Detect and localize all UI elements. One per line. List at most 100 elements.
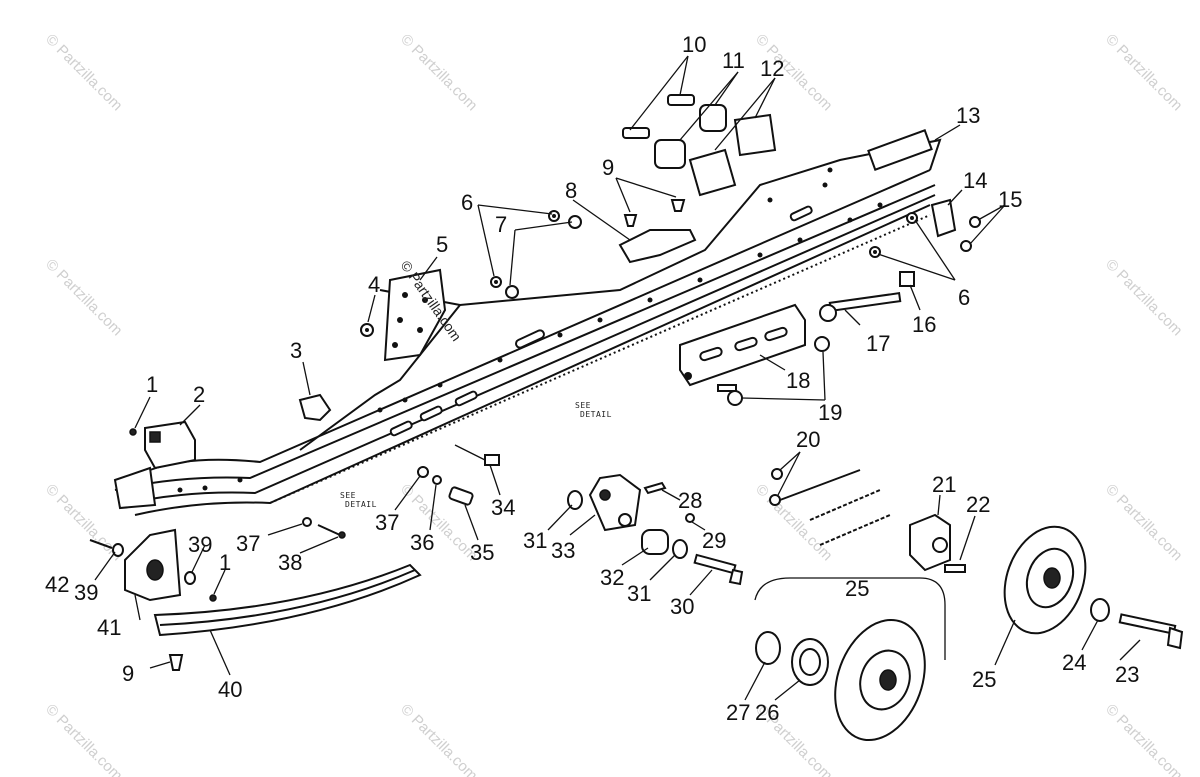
callout-31b: 31 (627, 581, 651, 606)
callout-17: 17 (866, 331, 890, 356)
watermark: © Partzilla.com (42, 31, 125, 114)
callout-22: 22 (966, 492, 990, 517)
callout-3: 3 (290, 338, 302, 363)
watermark: © Partzilla.com (42, 701, 125, 777)
part-25-wheel-left (834, 618, 926, 742)
callout-6b: 6 (958, 285, 970, 310)
callout-39: 39 (188, 532, 212, 557)
callout-31: 31 (523, 528, 547, 553)
parts-10-11-12 (622, 94, 777, 197)
part-8-brace (618, 229, 697, 264)
part-4-nut (360, 323, 374, 337)
part-23-bolt (1118, 613, 1184, 650)
callout-11: 11 (722, 48, 745, 73)
callout-2: 2 (193, 382, 205, 407)
callout-42: 42 (45, 572, 69, 597)
callout-9: 9 (602, 155, 614, 180)
callout-39b: 39 (74, 580, 98, 605)
part-20-nuts (769, 468, 891, 546)
hardware-6-7 (490, 210, 918, 299)
part-19-bolts (717, 336, 830, 406)
part-39-washer (112, 543, 124, 557)
part-36-washer (432, 475, 442, 485)
part-30-bolt (693, 553, 744, 586)
part-21-idler-arm (909, 513, 966, 573)
callout-26: 26 (755, 700, 779, 725)
watermark: © Partzilla.com (1102, 31, 1185, 114)
callout-20: 20 (796, 427, 820, 452)
rail-assembly (113, 129, 942, 516)
callout-35: 35 (470, 540, 494, 565)
part-37-washer (417, 466, 429, 478)
part-1-nut (129, 428, 137, 436)
part-1-nut (209, 594, 217, 602)
callout-36: 36 (410, 530, 434, 555)
callout-1b: 1 (219, 550, 231, 575)
callout-13: 13 (956, 103, 980, 128)
part-25-wheel-right (1003, 525, 1087, 635)
callout-4: 4 (368, 272, 380, 297)
watermarks: © Partzilla.com © Partzilla.com © Partzi… (42, 31, 1185, 777)
part-33-rocker (588, 473, 642, 532)
part-2-bumper-block (129, 420, 196, 470)
callout-29: 29 (702, 528, 726, 553)
callout-33: 33 (551, 538, 575, 563)
part-35-bolt (448, 486, 474, 506)
callout-38: 38 (278, 550, 302, 575)
callout-1: 1 (146, 372, 158, 397)
part-18-slider-block (679, 303, 806, 387)
part-24-washer (1090, 598, 1110, 622)
watermark: © Partzilla.com (752, 481, 835, 564)
callout-25b: 25 (972, 667, 996, 692)
callout-8: 8 (565, 178, 577, 203)
callout-41: 41 (97, 615, 121, 640)
part-31-washer (567, 490, 583, 510)
part-38-screw (317, 524, 346, 539)
callout-32: 32 (600, 565, 624, 590)
watermark: © Partzilla.com (1102, 701, 1185, 777)
part-28-pin (643, 481, 667, 495)
part-41-front-cap (124, 528, 182, 602)
part-39-washer (184, 571, 196, 585)
watermark: © Partzilla.com (1102, 481, 1185, 564)
rail-holes (177, 167, 883, 493)
part-29-nut (685, 513, 695, 523)
part-42-bolt (89, 539, 113, 549)
callout-15: 15 (998, 187, 1022, 212)
callout-24: 24 (1062, 650, 1086, 675)
part-31-washer (672, 539, 688, 559)
watermark: © Partzilla.com (1102, 256, 1185, 339)
callout-30: 30 (670, 594, 694, 619)
callout-37b: 37 (236, 531, 260, 556)
callout-25: 25 (845, 576, 869, 601)
callout-bracket-25 (754, 577, 946, 660)
callout-7: 7 (495, 212, 507, 237)
callout-19: 19 (818, 400, 842, 425)
callout-10: 10 (682, 32, 706, 57)
leader-lines (94, 55, 1141, 701)
watermark: © Partzilla.com (42, 256, 125, 339)
callout-16: 16 (912, 312, 936, 337)
callout-21: 21 (932, 472, 956, 497)
part-32-bushing (641, 529, 669, 555)
watermark: © Partzilla.com (397, 31, 480, 114)
callout-5: 5 (436, 232, 448, 257)
part-37-washer (302, 517, 312, 527)
part-40-wear-strip (153, 563, 422, 637)
callout-40: 40 (218, 677, 242, 702)
callout-37: 37 (375, 510, 399, 535)
callout-34: 34 (491, 495, 515, 520)
callout-27: 27 (726, 700, 750, 725)
callout-6: 6 (461, 190, 473, 215)
parts-14-15 (930, 198, 981, 252)
callout-18: 18 (786, 368, 810, 393)
callout-12: 12 (760, 56, 784, 81)
callout-labels: 1 2 3 4 5 6 7 8 9 10 11 12 13 14 15 6 16… (45, 32, 1139, 725)
callout-23: 23 (1115, 662, 1139, 687)
part-9-bolts (168, 199, 686, 671)
part-26-bearing (791, 638, 829, 686)
